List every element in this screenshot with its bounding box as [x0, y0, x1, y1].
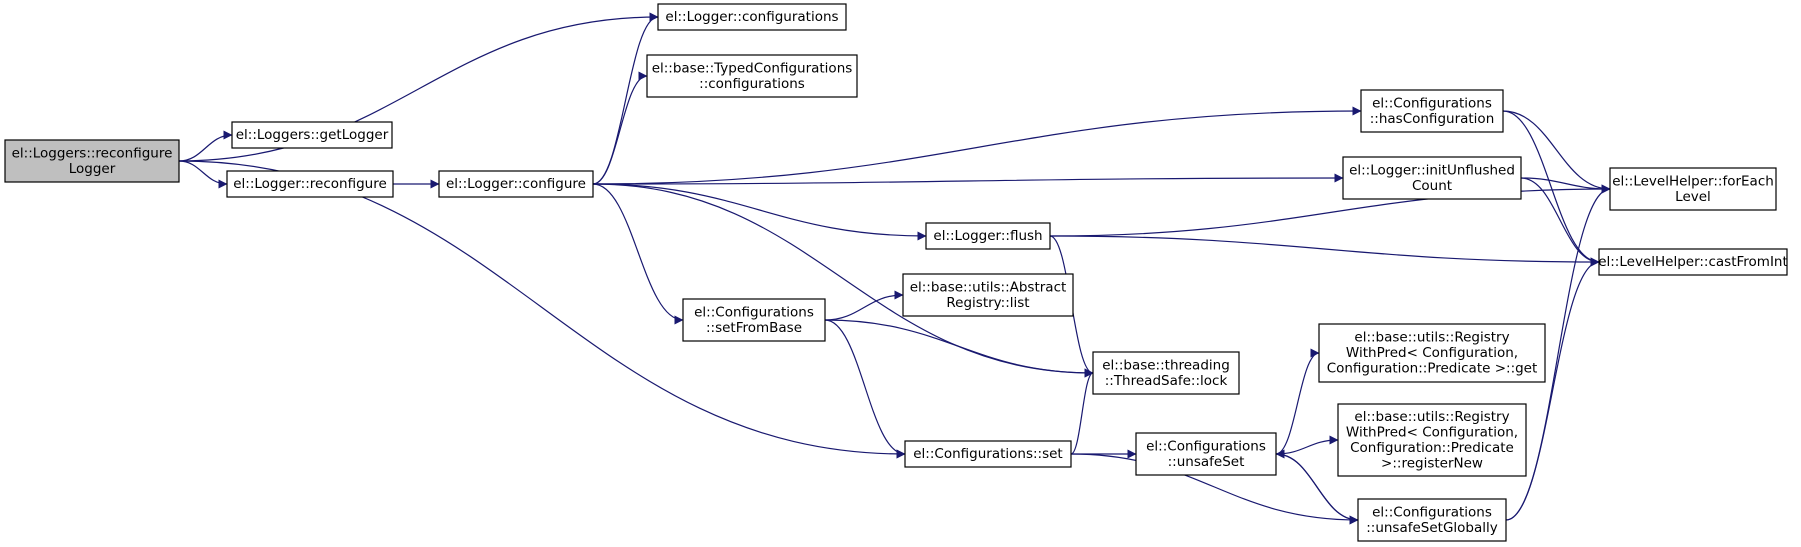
edge-reconfigureLogger-to-getLogger: [178, 130, 233, 162]
node-label-typedConfigurations-line-0: el::base::TypedConfigurations: [652, 60, 853, 76]
node-box-setFromBase: [682, 298, 826, 342]
node-box-castFromInt: [1598, 248, 1788, 276]
node-label-reconfigureLogger-line-0: el::Loggers::reconfigure: [12, 145, 173, 161]
node-box-loggerConfigure: [438, 170, 594, 198]
edge-loggerConfigure-to-initUnflushedCount: [592, 173, 1344, 185]
edge-setFromBase-to-abstractRegistryList: [824, 290, 904, 321]
node-label-unsafeSet-line-1: ::unsafeSet: [1168, 454, 1245, 470]
node-box-initUnflushedCount: [1342, 156, 1522, 200]
edges-layer: [178, 12, 1611, 525]
node-label-registryRegisterNew-line-2: Configuration::Predicate: [1350, 440, 1514, 456]
node-loggerConfigure[interactable]: el::Logger::configure: [438, 170, 594, 198]
node-label-forEachLevel-line-1: Level: [1675, 189, 1711, 205]
node-label-loggerConfigure-line-0: el::Logger::configure: [446, 176, 586, 192]
node-loggerFlush[interactable]: el::Logger::flush: [925, 222, 1051, 250]
node-loggerConfigurations[interactable]: el::Logger::configurations: [657, 3, 847, 31]
edge-loggerFlush-to-forEachLevel: [1049, 184, 1611, 237]
node-loggerReconfigure[interactable]: el::Logger::reconfigure: [226, 170, 394, 198]
node-label-setFromBase-line-0: el::Configurations: [694, 304, 814, 320]
node-label-abstractRegistryList-line-1: Registry::list: [946, 295, 1029, 311]
node-label-loggerFlush-line-0: el::Logger::flush: [933, 228, 1042, 244]
node-box-registryRegisterNew: [1337, 403, 1527, 477]
edge-loggerConfigure-to-setFromBase: [592, 183, 684, 325]
edge-hasConfiguration-to-castFromInt: [1502, 110, 1600, 267]
node-box-hasConfiguration: [1360, 89, 1504, 133]
node-label-registryGet-line-1: WithPred< Configuration,: [1346, 345, 1518, 361]
node-label-unsafeSet-line-0: el::Configurations: [1146, 438, 1266, 454]
nodes-layer: el::Loggers::reconfigureLoggerel::Logger…: [4, 3, 1788, 542]
edge-loggerConfigure-to-typedConfigurations: [592, 71, 648, 185]
node-box-threadSafeLock: [1092, 351, 1240, 395]
node-label-initUnflushedCount-line-1: Count: [1412, 178, 1452, 194]
node-label-initUnflushedCount-line-0: el::Logger::initUnflushed: [1349, 162, 1515, 178]
node-label-castFromInt-line-0: el::LevelHelper::castFromInt: [1598, 254, 1788, 270]
edge-initUnflushedCount-to-castFromInt: [1520, 177, 1600, 267]
edge-unsafeSet-to-registryGet: [1275, 348, 1320, 455]
node-label-registryGet-line-0: el::base::utils::Registry: [1354, 330, 1509, 346]
node-label-getLogger-line-0: el::Loggers::getLogger: [236, 127, 389, 143]
edge-loggerFlush-to-castFromInt: [1049, 235, 1600, 267]
node-label-reconfigureLogger-line-1: Logger: [69, 161, 116, 177]
node-box-registryGet: [1318, 323, 1546, 383]
node-box-loggerConfigurations: [657, 3, 847, 31]
node-configurationsSet[interactable]: el::Configurations::set: [904, 440, 1072, 468]
node-label-setFromBase-line-1: ::setFromBase: [706, 320, 802, 336]
node-typedConfigurations[interactable]: el::base::TypedConfigurations::configura…: [646, 54, 858, 98]
node-label-unsafeSetGlobally-line-1: ::unsafeSetGlobally: [1366, 520, 1498, 536]
edge-configurationsSet-to-threadSafeLock: [1070, 368, 1094, 455]
node-label-registryRegisterNew-line-1: WithPred< Configuration,: [1346, 424, 1518, 440]
node-box-unsafeSetGlobally: [1357, 498, 1507, 542]
edge-loggerConfigure-to-hasConfiguration: [592, 106, 1362, 185]
node-label-typedConfigurations-line-1: ::configurations: [699, 76, 805, 92]
node-box-reconfigureLogger: [4, 139, 180, 183]
node-box-loggerReconfigure: [226, 170, 394, 198]
edge-setFromBase-to-configurationsSet: [824, 319, 906, 459]
edge-loggerConfigure-to-loggerConfigurations: [592, 12, 659, 185]
edge-hasConfiguration-to-forEachLevel: [1502, 110, 1611, 194]
node-label-configurationsSet-line-0: el::Configurations::set: [913, 446, 1062, 462]
node-unsafeSetGlobally[interactable]: el::Configurations::unsafeSetGlobally: [1357, 498, 1507, 542]
node-label-threadSafeLock-line-0: el::base::threading: [1102, 357, 1230, 373]
node-hasConfiguration[interactable]: el::Configurations::hasConfiguration: [1360, 89, 1504, 133]
edge-setFromBase-to-threadSafeLock: [824, 319, 1094, 378]
edge-unsafeSet-to-registryRegisterNew: [1275, 435, 1339, 455]
node-label-abstractRegistryList-line-0: el::base::utils::Abstract: [910, 279, 1067, 295]
node-box-forEachLevel: [1609, 167, 1777, 211]
node-threadSafeLock[interactable]: el::base::threading::ThreadSafe::lock: [1092, 351, 1240, 395]
node-setFromBase[interactable]: el::Configurations::setFromBase: [682, 298, 826, 342]
node-label-loggerConfigurations-line-0: el::Logger::configurations: [665, 9, 838, 25]
node-box-unsafeSet: [1135, 432, 1277, 476]
node-label-registryRegisterNew-line-0: el::base::utils::Registry: [1354, 409, 1509, 425]
node-label-hasConfiguration-line-0: el::Configurations: [1372, 95, 1492, 111]
edge-configurationsSet-to-unsafeSetGlobally: [1070, 453, 1359, 525]
node-box-configurationsSet: [904, 440, 1072, 468]
edge-reconfigureLogger-to-loggerReconfigure: [178, 160, 228, 189]
node-label-threadSafeLock-line-1: ::ThreadSafe::lock: [1105, 373, 1228, 389]
node-label-registryGet-line-2: Configuration::Predicate >::get: [1327, 361, 1538, 377]
edge-unsafeSetGlobally-to-unsafeSet: [1275, 449, 1359, 521]
edge-loggerConfigure-to-loggerFlush: [592, 183, 927, 241]
node-label-registryRegisterNew-line-3: >::registerNew: [1381, 455, 1483, 471]
node-label-unsafeSetGlobally-line-0: el::Configurations: [1372, 504, 1492, 520]
node-castFromInt[interactable]: el::LevelHelper::castFromInt: [1598, 248, 1788, 276]
node-unsafeSet[interactable]: el::Configurations::unsafeSet: [1135, 432, 1277, 476]
edge-unsafeSetGlobally-to-castFromInt: [1505, 257, 1600, 521]
node-box-getLogger: [231, 121, 393, 149]
node-label-loggerReconfigure-line-0: el::Logger::reconfigure: [233, 176, 387, 192]
node-label-hasConfiguration-line-1: ::hasConfiguration: [1370, 111, 1495, 127]
node-box-typedConfigurations: [646, 54, 858, 98]
edge-reconfigureLogger-to-loggerConfigurations: [178, 12, 659, 162]
node-box-abstractRegistryList: [902, 273, 1074, 317]
node-label-forEachLevel-line-0: el::LevelHelper::forEach: [1612, 173, 1774, 189]
node-box-loggerFlush: [925, 222, 1051, 250]
node-getLogger[interactable]: el::Loggers::getLogger: [231, 121, 393, 149]
